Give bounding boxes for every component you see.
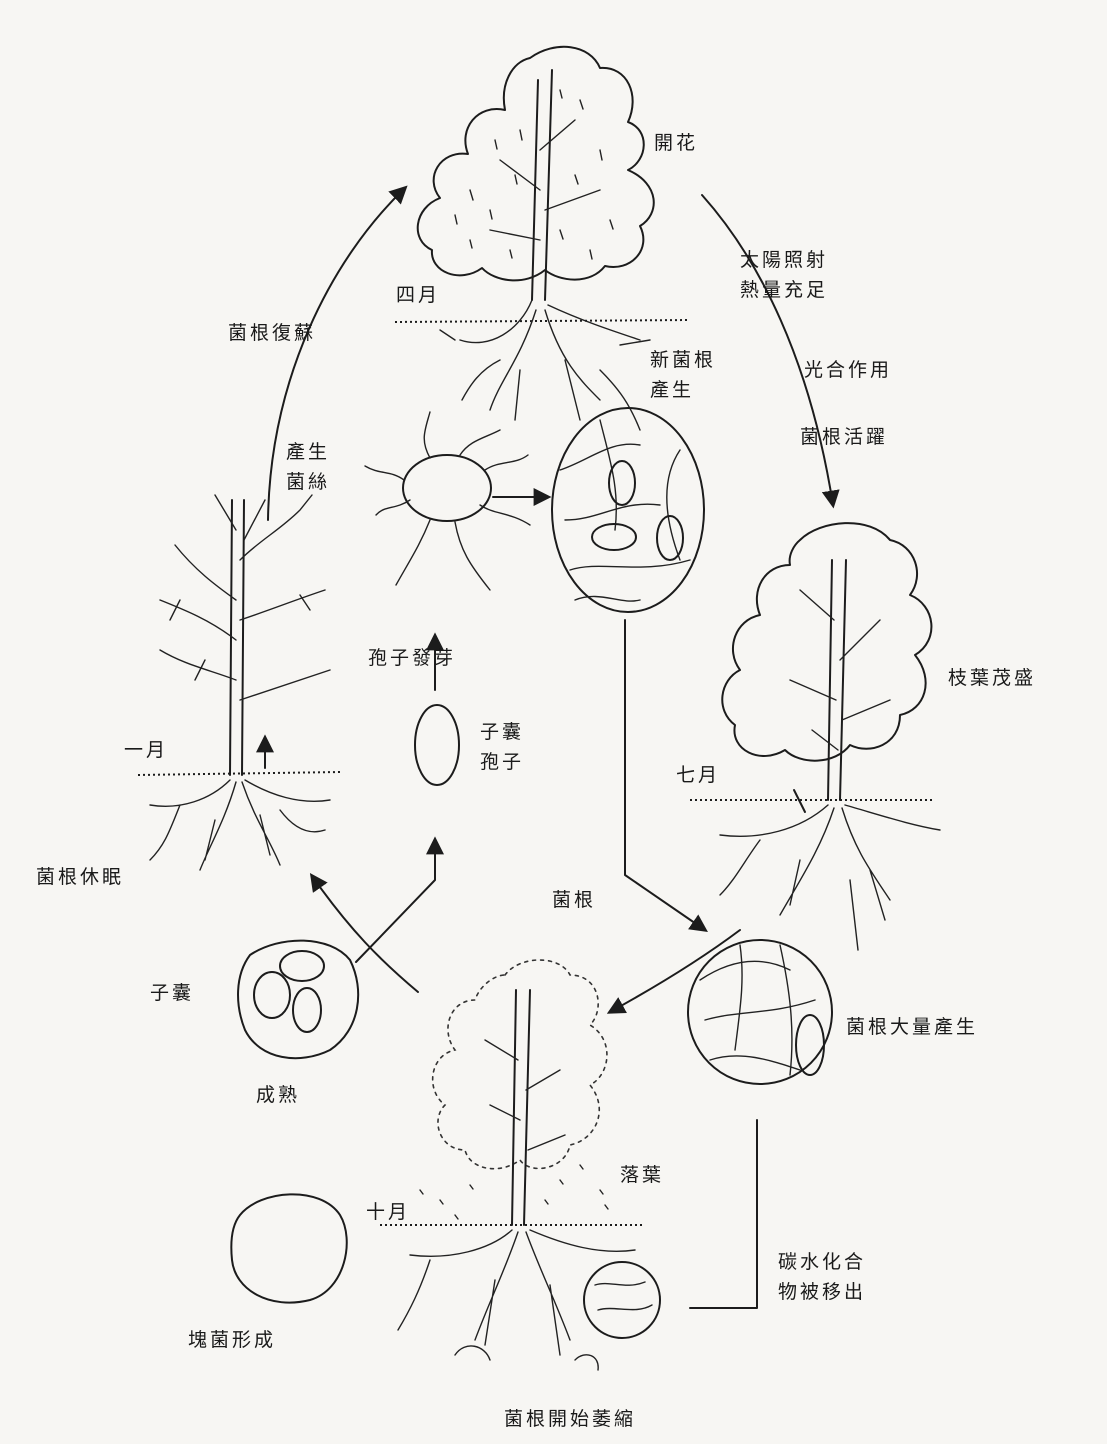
- label-april: 四月: [396, 280, 440, 310]
- label-leaf-fall: 落葉: [620, 1160, 664, 1190]
- new-mycorrhiza-cell: [552, 408, 704, 612]
- label-ascus: 子囊: [150, 978, 194, 1008]
- cycle-arrows: [265, 188, 833, 1308]
- label-hyphae-line-2: 菌絲: [286, 467, 330, 497]
- october-tree: [380, 960, 660, 1370]
- label-mycorrhiza-revive: 菌根復蘇: [228, 318, 316, 348]
- label-kaihua: 開花: [654, 128, 698, 158]
- ascus-spore-oval: [415, 705, 459, 785]
- label-sunlight: 太陽照射 熱量充足: [740, 245, 828, 305]
- label-mycorrhiza-mass: 菌根大量產生: [846, 1012, 978, 1042]
- label-truffle-form: 塊菌形成: [188, 1325, 276, 1355]
- label-january: 一月: [124, 735, 168, 765]
- july-tree: [690, 523, 940, 950]
- label-mycorrhiza: 菌根: [552, 885, 596, 915]
- label-hyphae-line-1: 產生: [286, 437, 330, 467]
- label-carbohydrate-line-1: 碳水化合: [778, 1247, 866, 1277]
- january-tree: [138, 495, 340, 870]
- label-mature: 成熟: [256, 1080, 300, 1110]
- label-mycorrhiza-decay: 菌根開始萎縮: [504, 1404, 636, 1434]
- label-new-mycorrhiza-line-2: 產生: [650, 375, 716, 405]
- label-spore-germination: 孢子發芽: [368, 643, 456, 673]
- ascus-sac: [238, 941, 358, 1059]
- label-hyphae: 產生 菌絲: [286, 437, 330, 497]
- germinating-spore: [365, 412, 530, 590]
- label-new-mycorrhiza-line-1: 新菌根: [650, 345, 716, 375]
- label-ascus-spores-line-2: 孢子: [480, 747, 524, 777]
- label-carbohydrate-line-2: 物被移出: [778, 1277, 866, 1307]
- label-ascus-spores: 子囊 孢子: [480, 717, 524, 777]
- label-carbohydrate: 碳水化合 物被移出: [778, 1247, 866, 1307]
- label-october: 十月: [366, 1197, 410, 1227]
- label-new-mycorrhiza: 新菌根 產生: [650, 345, 716, 405]
- label-mycorrhiza-active: 菌根活躍: [800, 422, 888, 452]
- label-branches-leaves: 枝葉茂盛: [948, 663, 1036, 693]
- label-ascus-spores-line-1: 子囊: [480, 717, 524, 747]
- label-sunlight-line-1: 太陽照射: [740, 245, 828, 275]
- truffle-body: [231, 1194, 346, 1302]
- label-photosynthesis: 光合作用: [804, 355, 892, 385]
- mycorrhiza-mass-cell: [688, 940, 832, 1084]
- label-sunlight-line-2: 熱量充足: [740, 275, 828, 305]
- label-july: 七月: [676, 760, 720, 790]
- april-tree: [395, 47, 690, 430]
- label-mycorrhiza-dormant: 菌根休眠: [36, 862, 124, 892]
